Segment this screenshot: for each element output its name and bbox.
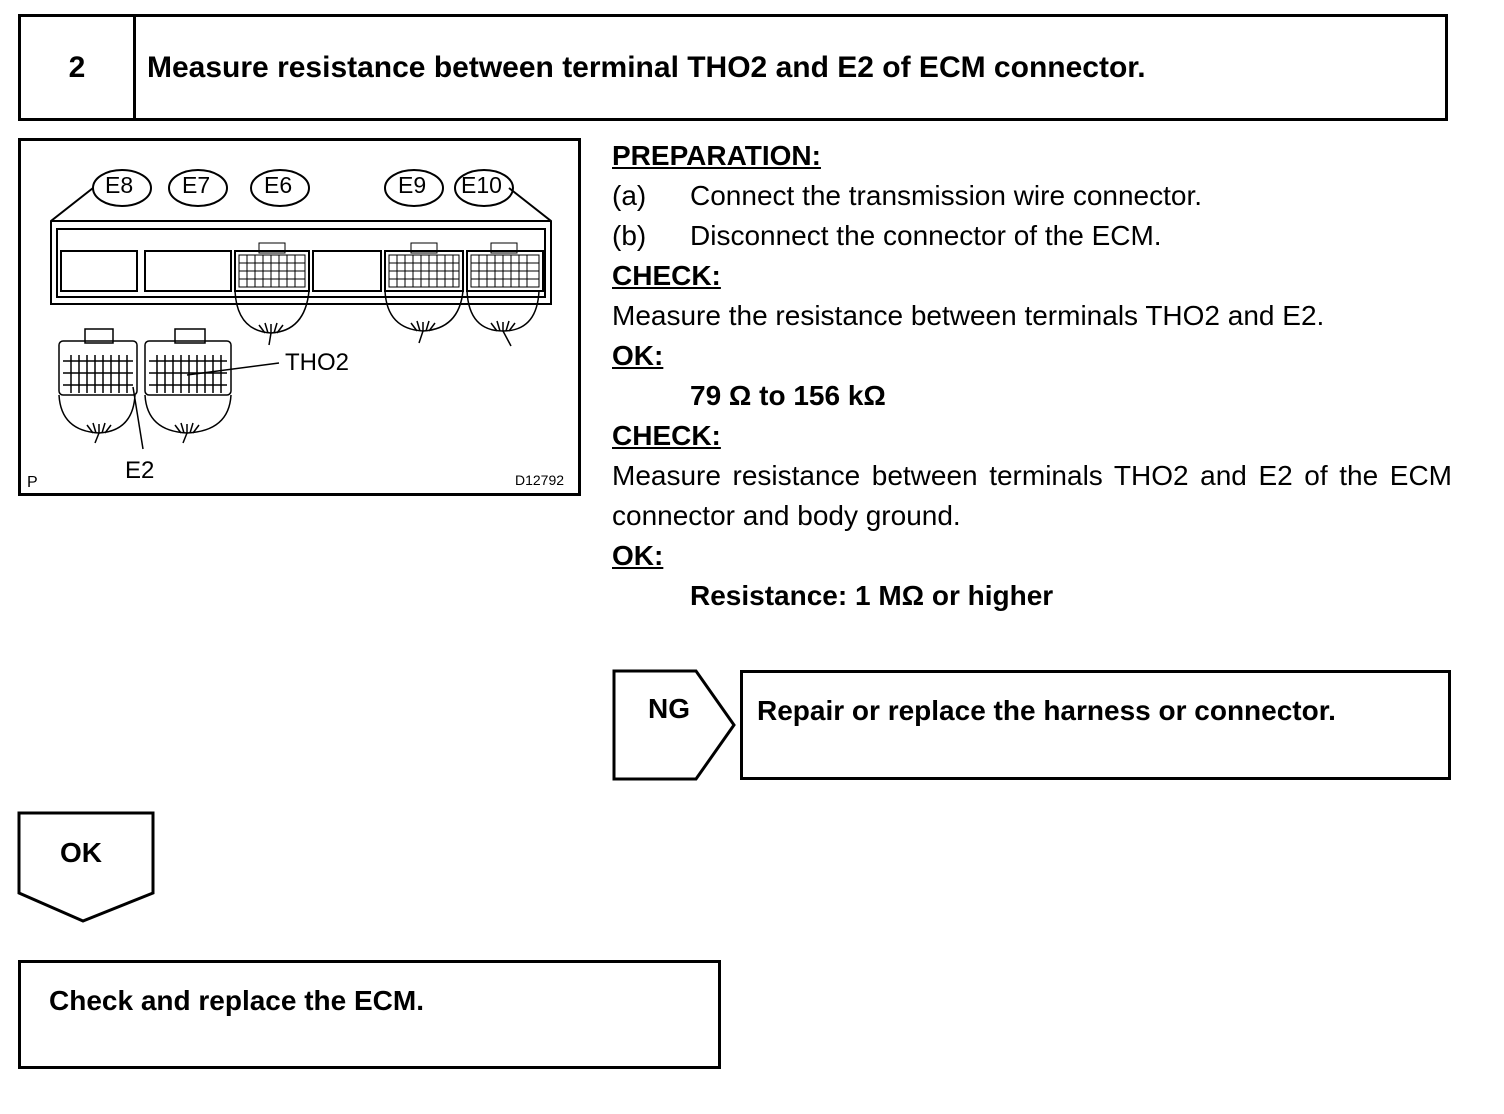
label-e7: E7 <box>182 172 211 198</box>
lower-connector-right <box>144 340 232 396</box>
step-header: 2 Measure resistance between terminal TH… <box>18 14 1448 121</box>
check-heading: CHECK: <box>612 260 721 291</box>
ok-label: OK <box>60 837 102 868</box>
label-e9: E9 <box>398 172 427 198</box>
figure-code: D12792 <box>515 472 565 488</box>
ok-action: Check and replace the ECM. <box>49 985 425 1016</box>
connector-oval-e10 <box>454 169 514 207</box>
ok-heading: OK: <box>612 340 664 371</box>
ok-arrow-tag <box>17 811 155 923</box>
e2-leader-line <box>132 386 144 450</box>
socket-e8 <box>60 250 138 292</box>
tho2-leader-line <box>186 362 280 376</box>
socket-empty <box>312 250 382 292</box>
prep-item: (b) Disconnect the connector of the ECM. <box>612 216 1452 256</box>
label-e10: E10 <box>461 172 502 198</box>
ecm-body-outline <box>50 187 552 305</box>
prep-item-label: (a) <box>612 180 647 211</box>
prep-item-text: Disconnect the connector of the ECM. <box>690 220 1162 251</box>
check-heading: CHECK: <box>612 420 721 451</box>
check-text: Measure resistance between terminals THO… <box>612 460 1452 531</box>
check-text: Measure the resistance between terminals… <box>612 300 1325 331</box>
label-corner-p: P <box>27 474 38 491</box>
ok-value: Resistance: 1 MΩ or higher <box>690 580 1054 611</box>
ok-heading: OK: <box>612 540 664 571</box>
socket-e9 <box>384 250 464 292</box>
socket-e6 <box>234 250 310 292</box>
socket-e10 <box>466 250 544 292</box>
label-e2: E2 <box>125 457 155 484</box>
connector-oval-e6 <box>250 169 310 207</box>
ok-value: 79 Ω to 156 kΩ <box>690 380 886 411</box>
connector-diagram: E8 E7 E6 E9 E10 THO2 E2 P D12792 <box>18 138 581 496</box>
ok-result-box: Check and replace the ECM. <box>18 960 721 1069</box>
step-number: 2 <box>21 17 136 118</box>
connector-drawing <box>50 169 552 450</box>
ng-label: NG <box>648 693 690 724</box>
ng-result-box: Repair or replace the harness or connect… <box>740 670 1451 780</box>
ng-action: Repair or replace the harness or connect… <box>757 695 1336 726</box>
prep-item-label: (b) <box>612 220 647 251</box>
label-e8: E8 <box>105 172 134 198</box>
socket-e7 <box>144 250 232 292</box>
preparation-heading: PREPARATION: <box>612 140 821 171</box>
label-tho2: THO2 <box>285 349 350 376</box>
prep-item: (a) Connect the transmission wire connec… <box>612 176 1452 216</box>
label-e6: E6 <box>264 172 293 198</box>
procedure-text: PREPARATION: (a) Connect the transmissio… <box>612 136 1452 616</box>
lower-connector-left <box>58 340 138 396</box>
connector-oval-e7 <box>168 169 228 207</box>
ng-arrow-tag <box>612 669 736 781</box>
connector-oval-e9 <box>384 169 444 207</box>
prep-item-text: Connect the transmission wire connector. <box>690 180 1203 211</box>
step-title: Measure resistance between terminal THO2… <box>147 50 1146 84</box>
